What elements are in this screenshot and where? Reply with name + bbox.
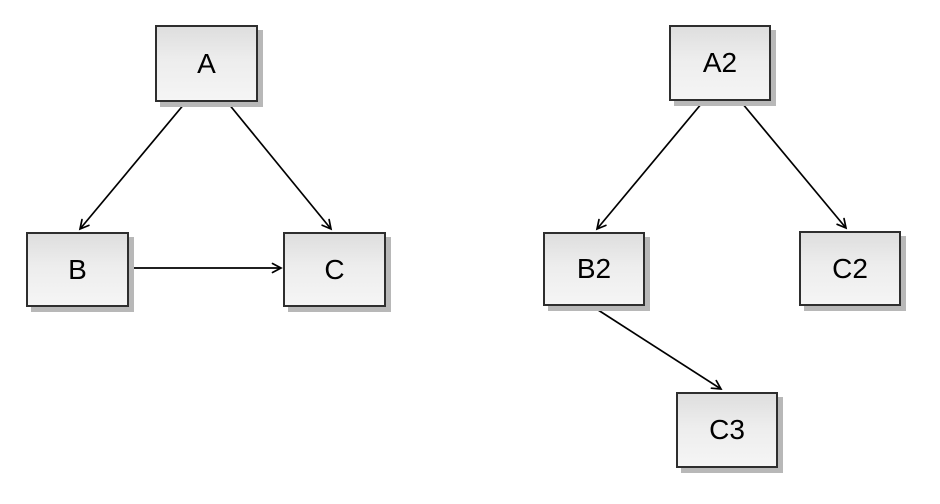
node-A: A (155, 25, 258, 102)
node-C2: C2 (799, 231, 901, 306)
edge-A-B (78, 102, 186, 231)
edge-B2-C3 (594, 307, 723, 390)
node-A2: A2 (669, 25, 771, 101)
node-C3: C3 (676, 392, 778, 468)
edge-A2-B2 (595, 102, 703, 231)
edge-A-C (227, 102, 333, 231)
node-C: C (283, 232, 386, 307)
node-B2: B2 (543, 232, 645, 306)
node-B: B (26, 232, 129, 307)
edge-A2-C2 (741, 102, 848, 230)
